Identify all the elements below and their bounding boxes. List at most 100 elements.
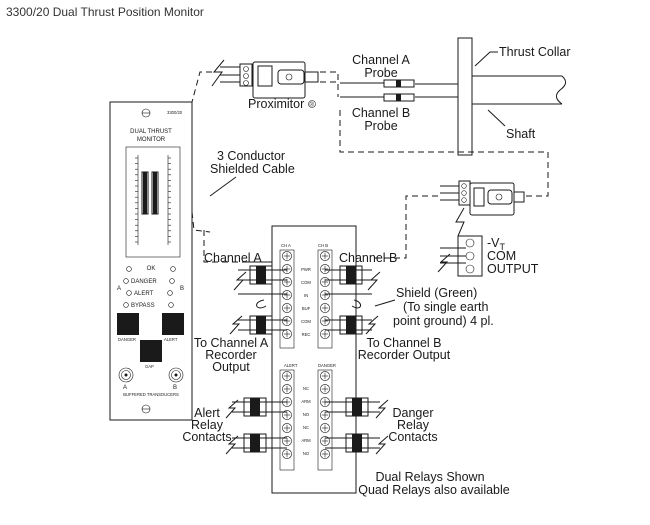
led-a-label: A [117, 286, 121, 292]
channel-b-label: Channel B [339, 251, 397, 265]
terminal-screw-icon[interactable] [320, 290, 330, 300]
recorder-b-label-1: To Channel B [366, 336, 441, 350]
pin-label: COM [301, 280, 311, 285]
danger-relay-label-2: Relay [397, 418, 430, 432]
danger-button-label: DANGER [118, 337, 136, 342]
alert-header: ALERT [284, 363, 298, 368]
shaft-assembly [415, 37, 566, 156]
terminal-screw-icon[interactable] [320, 423, 330, 433]
channel-b-probe-label-2: Probe [364, 119, 397, 133]
terminal-screw-icon[interactable] [282, 436, 292, 446]
output-label: OUTPUT [487, 262, 539, 276]
cable-label-2: Shielded Cable [210, 162, 295, 176]
relays-note-2: Quad Relays also available [358, 483, 510, 497]
terminal-screw-icon[interactable] [282, 423, 292, 433]
bnc-connector-icon[interactable] [168, 367, 184, 383]
proximitor-label: Proximitor [248, 97, 304, 111]
pin-label: NC [303, 425, 309, 430]
lightning-icon [225, 399, 239, 419]
terminal-screw-icon[interactable] [282, 290, 292, 300]
terminal-screw-icon[interactable] [282, 303, 292, 313]
terminal-screw-icon[interactable] [320, 251, 330, 261]
danger-header: DANGER [318, 363, 336, 368]
thrust-collar-label: Thrust Collar [499, 45, 571, 59]
terminal-screw-icon[interactable] [282, 410, 292, 420]
terminal-screw-icon[interactable] [320, 303, 330, 313]
lightning-icon [225, 435, 239, 455]
monitor-name-2: MONITOR [137, 137, 166, 143]
monitor-front-panel: 3300/20 DUAL THRUST MONITOR OK DANGER A … [109, 101, 193, 421]
danger-button[interactable] [117, 313, 139, 335]
danger-led-label: DANGER [131, 279, 157, 285]
pin-label: IN [304, 293, 308, 298]
ground-screw-icon [243, 66, 249, 72]
terminal-screw-icon[interactable] [282, 316, 292, 326]
recorder-a-label-2: Recorder [205, 348, 256, 362]
alert-relay-label-3: Contacts [182, 430, 231, 444]
pin-label: NO [303, 412, 310, 417]
bnc-b-label: B [173, 385, 177, 391]
terminal-screw-icon[interactable] [282, 371, 292, 381]
lightning-icon [375, 435, 389, 455]
ground-screw-icon [461, 183, 467, 189]
terminal-screw-icon[interactable] [282, 329, 292, 339]
terminal-screw-icon[interactable] [320, 449, 330, 459]
bnc-a-label: A [123, 385, 127, 391]
channel-a-label: Channel A [204, 251, 262, 265]
terminal-screw-icon[interactable] [320, 371, 330, 381]
lightning-icon [365, 315, 379, 335]
alert-button-label: ALERT [164, 337, 178, 342]
monitor-name-1: DUAL THRUST [130, 129, 172, 135]
diagram-title: 3300/20 Dual Thrust Position Monitor [6, 5, 204, 19]
shaft-label: Shaft [506, 127, 536, 141]
terminal-screw-icon[interactable] [320, 316, 330, 326]
channel-wiring [225, 261, 396, 455]
terminal-screw-icon[interactable] [282, 264, 292, 274]
pin-label: COM [301, 319, 311, 324]
terminal-screw-icon[interactable] [320, 436, 330, 446]
relays-note-1: Dual Relays Shown [375, 470, 484, 484]
led-b-label: B [180, 286, 184, 292]
shield-label-2: (To single earth [403, 300, 489, 314]
ground-screw-icon [243, 80, 249, 86]
terminal-screw-icon[interactable] [282, 384, 292, 394]
shield-label-3: point ground) 4 pl. [393, 314, 494, 328]
terminal-screw-icon[interactable] [320, 384, 330, 394]
cable-routing [191, 71, 549, 263]
ch-b-header: CH B [318, 243, 328, 248]
terminal-screw-icon[interactable] [320, 329, 330, 339]
pin-label: NC [303, 386, 309, 391]
alert-relay-label-1: Alert [194, 406, 220, 420]
terminal-screw-icon[interactable] [320, 410, 330, 420]
terminal-screw-icon[interactable] [282, 449, 292, 459]
gap-button-label: GAP [145, 364, 154, 369]
channel-a-probe-label-1: Channel A [352, 53, 410, 67]
com-label: COM [487, 249, 516, 263]
gap-button[interactable] [140, 340, 162, 362]
ok-led-label: OK [147, 266, 156, 272]
terminal-screw-icon[interactable] [282, 251, 292, 261]
channel-b-probe [340, 93, 415, 102]
vt-label: -VT [487, 236, 506, 252]
alert-button[interactable] [162, 313, 184, 335]
danger-relay-label-1: Danger [393, 406, 434, 420]
danger-relay-label-3: Contacts [388, 430, 437, 444]
bnc-connector-icon[interactable] [118, 367, 134, 383]
ground-screw-icon [461, 197, 467, 203]
ground-screw-icon [465, 264, 475, 274]
ch-a-header: CH A [281, 243, 291, 248]
channel-a-probe [340, 79, 415, 88]
pin-label: REC [302, 332, 311, 337]
proximitor-b [437, 180, 525, 277]
monitor-model: 3300/20 [167, 110, 183, 115]
ground-screw-icon [243, 73, 249, 79]
terminal-screw-icon[interactable] [320, 264, 330, 274]
pin-label: ARM [301, 399, 311, 404]
cable-label-1: 3 Conductor [217, 149, 285, 163]
pin-label: NO [303, 451, 310, 456]
buffered-label: BUFFERED TRANSDUCERS [123, 392, 179, 397]
bypass-led-label: BYPASS [131, 303, 155, 309]
proximitor-a [211, 59, 319, 99]
lightning-icon [233, 271, 247, 291]
